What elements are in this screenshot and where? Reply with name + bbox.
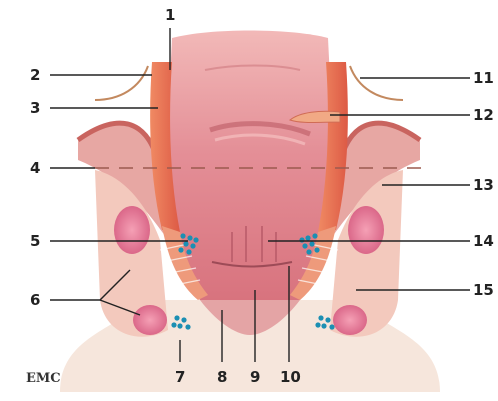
label-3: 3 <box>30 99 40 117</box>
label-9: 9 <box>250 368 260 386</box>
label-4: 4 <box>30 159 40 177</box>
artist-signature: EMC <box>26 371 61 386</box>
label-15: 15 <box>473 281 494 299</box>
external-sphincter-sub-left <box>133 305 167 335</box>
label-10: 10 <box>280 368 301 386</box>
label-7: 7 <box>175 368 185 386</box>
label-8: 8 <box>217 368 227 386</box>
label-2: 2 <box>30 66 40 84</box>
label-12: 12 <box>473 106 494 124</box>
external-sphincter-deep-left <box>114 206 150 254</box>
label-14: 14 <box>473 232 494 250</box>
label-11: 11 <box>473 69 494 87</box>
label-1: 1 <box>165 6 175 24</box>
external-sphincter-deep-right <box>348 206 384 254</box>
rectal-lumen <box>164 31 336 301</box>
pelvic-fascia-left <box>95 66 148 100</box>
label-13: 13 <box>473 176 494 194</box>
external-sphincter-sub-right <box>333 305 367 335</box>
label-6: 6 <box>30 291 40 309</box>
label-5: 5 <box>30 232 40 250</box>
pelvic-fascia-right <box>350 66 403 100</box>
